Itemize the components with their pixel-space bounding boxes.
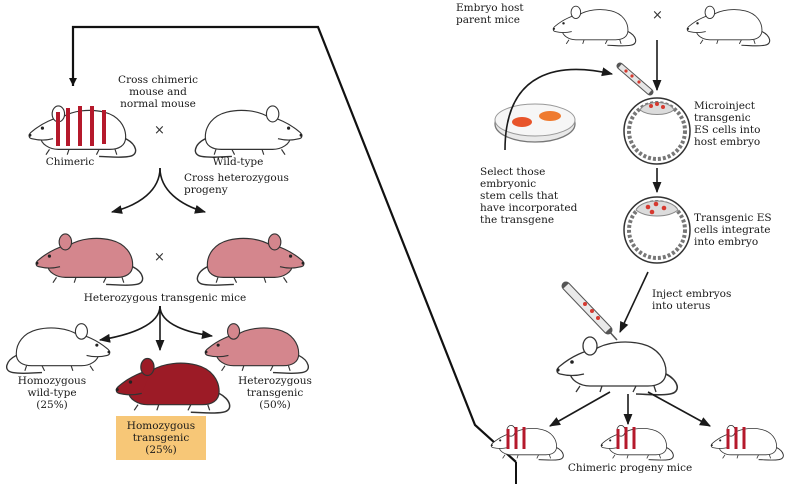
host-parent-mouse-2 — [686, 5, 771, 47]
connector-line — [71, 25, 517, 463]
wild-type-label: Wild-type — [212, 156, 264, 168]
homozygous-wild-type-label: Homozygous wild-type (25%) — [17, 375, 87, 411]
inject-uterus-label: Inject embryos into uterus — [652, 288, 732, 312]
embryo-host-label: Embryo host parent mice — [456, 2, 524, 26]
host-embryo — [623, 97, 691, 165]
cross-symbol-3: × — [652, 8, 663, 23]
micropipette — [616, 62, 654, 96]
chimeric-progeny-3 — [710, 424, 784, 461]
integrate-label: Transgenic ES cells integrate into embry… — [694, 212, 772, 248]
host-parent-mouse-1 — [552, 5, 637, 47]
microinject-label: Microinject transgenic ES cells into hos… — [694, 100, 761, 148]
heterozygous-mice-label: Heterozygous transgenic mice — [83, 292, 247, 304]
wild-type-mouse — [195, 106, 302, 157]
petri-dish — [494, 103, 576, 143]
heterozygous-mouse-left — [34, 233, 144, 287]
homozygous-transgenic-mouse — [114, 357, 231, 414]
chimeric-mouse — [27, 105, 137, 159]
integrated-embryo — [623, 196, 691, 264]
chimeric-progeny-2 — [600, 424, 674, 461]
cross-heterozygous-label: Cross heterozygous progeny — [184, 172, 289, 196]
syringe — [561, 281, 618, 341]
chimeric-label: Chimeric — [45, 156, 95, 168]
cross-symbol-1: × — [154, 123, 165, 138]
chimeric-progeny-label: Chimeric progeny mice — [567, 462, 693, 474]
cross-chimeric-label: Cross chimeric mouse and normal mouse — [118, 74, 198, 110]
homozygous-wild-type-mouse — [7, 324, 111, 374]
select-cells-label: Select those embryonic stem cells that h… — [480, 166, 578, 226]
heterozygous-transgenic-label: Heterozygous transgenic (50%) — [238, 375, 312, 411]
cross-symbol-2: × — [154, 250, 165, 265]
heterozygous-mouse-right — [197, 234, 304, 285]
surrogate-mother-mouse — [555, 336, 679, 396]
heterozygous-transgenic-mouse — [204, 322, 310, 375]
chimeric-progeny-1 — [490, 424, 564, 461]
homozygous-transgenic-box: Homozygous transgenic (25%) — [116, 416, 206, 460]
